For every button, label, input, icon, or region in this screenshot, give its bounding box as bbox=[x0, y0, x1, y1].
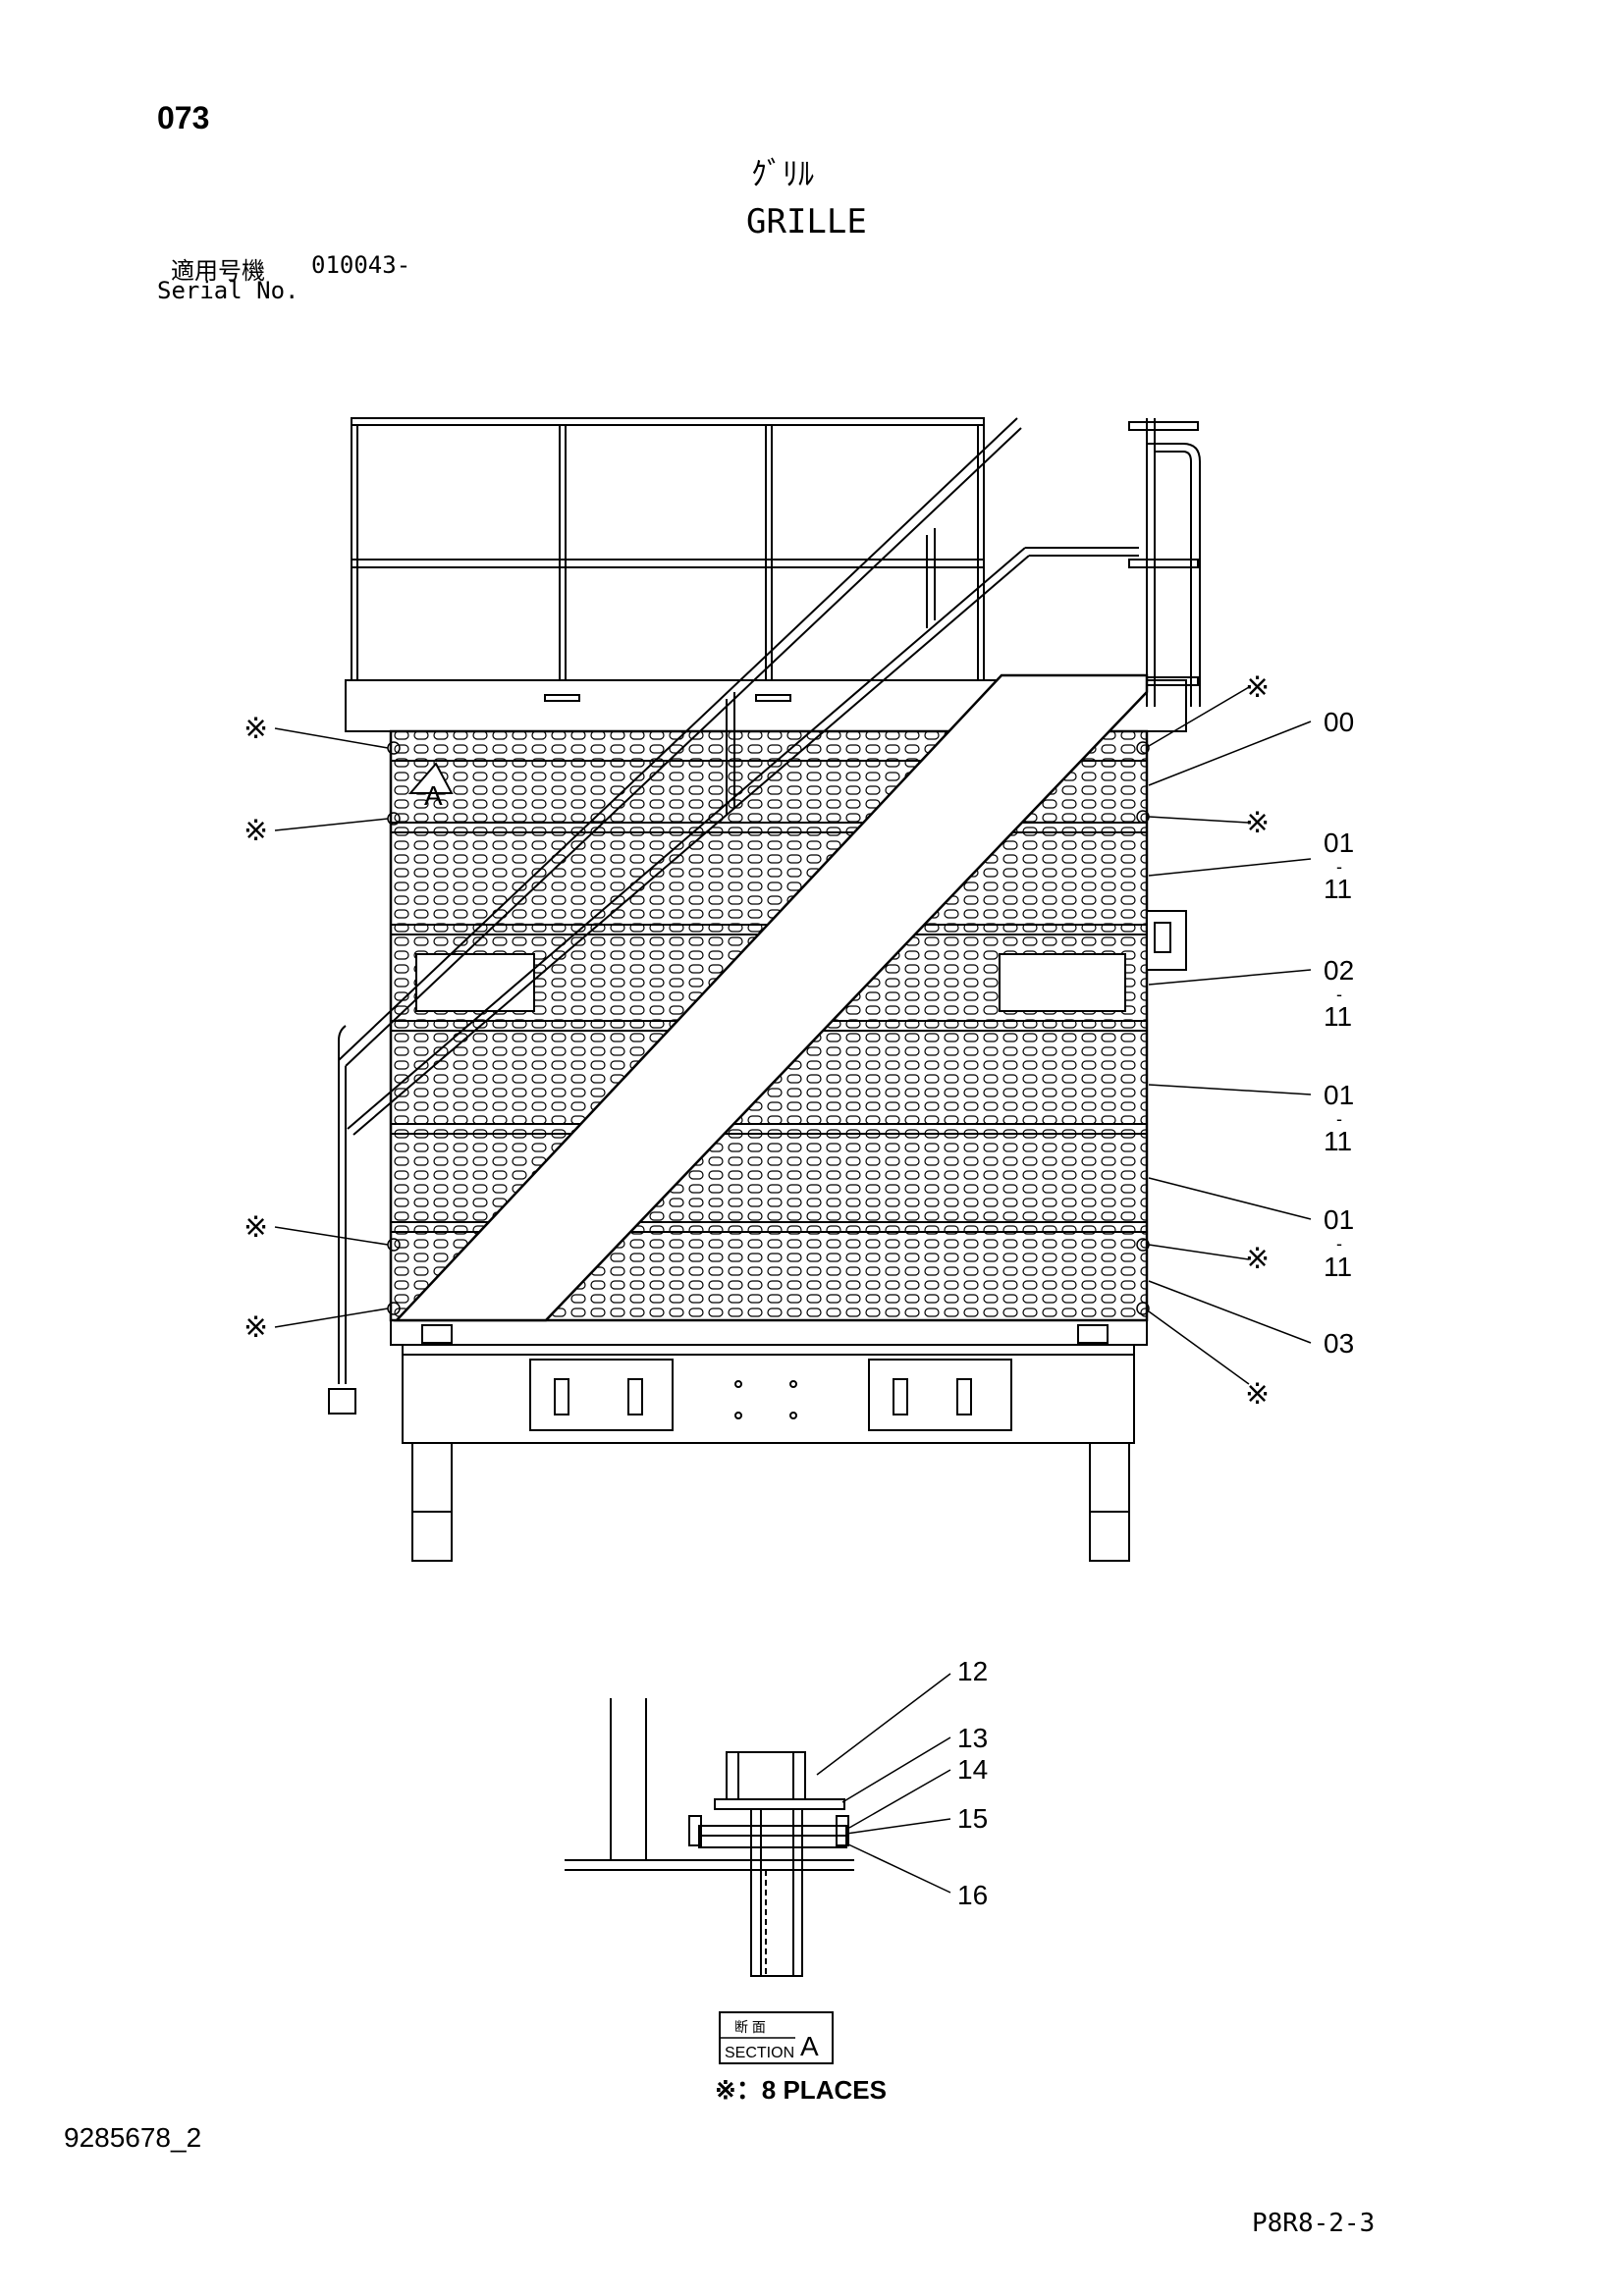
callout-11: 11 bbox=[1324, 1001, 1352, 1032]
callout-11: 11 bbox=[1324, 1126, 1352, 1156]
serial-value: 010043- bbox=[311, 251, 411, 279]
reference-marks: ※ ※ ※ ※ ※ ※ ※ ※ bbox=[244, 671, 1270, 1411]
callout-15: 15 bbox=[957, 1803, 988, 1834]
callout-dash: - bbox=[1336, 857, 1342, 877]
callout-13: 13 bbox=[957, 1723, 988, 1753]
callout-16: 16 bbox=[957, 1880, 988, 1910]
places-note: ※：8 PLACES bbox=[715, 2075, 887, 2105]
section-letter: A bbox=[800, 2031, 819, 2061]
ref-mark: ※ bbox=[1245, 671, 1270, 704]
section-label-japanese: 断 面 bbox=[734, 2019, 766, 2035]
leader-lines bbox=[274, 686, 1312, 1385]
callout-11: 11 bbox=[1324, 1252, 1352, 1282]
ref-mark: ※ bbox=[244, 815, 268, 847]
callout-03: 03 bbox=[1324, 1328, 1354, 1359]
section-label-english: SECTION bbox=[725, 2045, 794, 2061]
top-railing bbox=[351, 417, 1201, 707]
ref-mark: ※ bbox=[1245, 1243, 1270, 1275]
callout-dash: - bbox=[1336, 1109, 1342, 1129]
view-label: A bbox=[424, 780, 443, 811]
title-japanese: ｸﾞﾘﾙ bbox=[751, 155, 815, 192]
section-label: 断 面 SECTION A bbox=[719, 2011, 834, 2064]
main-assembly bbox=[328, 417, 1201, 1562]
title-english: GRILLE bbox=[746, 202, 867, 241]
serial-label-japanese: 適用号機 bbox=[171, 257, 265, 285]
page-reference: P8R8-2-3 bbox=[1252, 2209, 1376, 2238]
section-leaders bbox=[816, 1673, 951, 1894]
base-frame bbox=[390, 1319, 1148, 1562]
serial-label-english: Serial No. bbox=[157, 277, 299, 304]
ref-mark: ※ bbox=[244, 713, 268, 745]
ref-mark: ※ bbox=[1245, 807, 1270, 839]
ref-mark: ※ bbox=[244, 1211, 268, 1244]
view-marker bbox=[407, 762, 454, 794]
callout-01: 01 bbox=[1324, 1080, 1354, 1110]
callout-01: 01 bbox=[1324, 828, 1354, 858]
callout-dash: - bbox=[1336, 1234, 1342, 1254]
callout-11: 11 bbox=[1324, 874, 1352, 904]
callout-02: 02 bbox=[1324, 955, 1354, 986]
ref-mark: ※ bbox=[1245, 1378, 1270, 1411]
section-callouts: 12 13 14 15 16 bbox=[957, 1656, 988, 1910]
callout-14: 14 bbox=[957, 1754, 988, 1785]
callout-00: 00 bbox=[1324, 707, 1354, 737]
page-number: 073 bbox=[157, 100, 210, 135]
ref-mark: ※ bbox=[244, 1311, 268, 1344]
callout-dash: - bbox=[1336, 985, 1342, 1004]
document-number: 9285678_2 bbox=[64, 2122, 202, 2153]
callout-numbers: 00 01 - 11 02 - 11 01 - 11 01 - 11 03 bbox=[1324, 707, 1354, 1359]
callout-01: 01 bbox=[1324, 1204, 1354, 1235]
stair-handrails bbox=[328, 417, 1139, 1415]
callout-12: 12 bbox=[957, 1656, 988, 1686]
section-a-detail bbox=[565, 1698, 854, 1977]
